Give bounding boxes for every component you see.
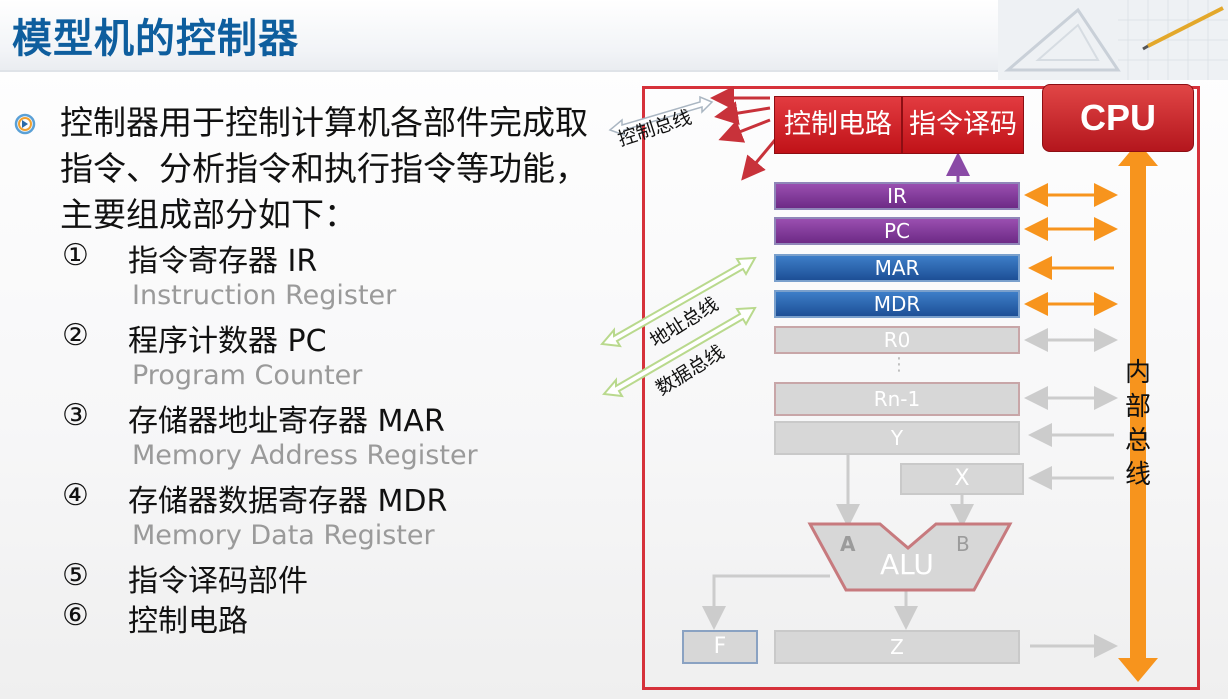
component-list: ① 指令寄存器 IR Instruction Register ② 程序计数器 … (62, 236, 622, 639)
item-number: ③ (62, 398, 89, 433)
register-rn1: Rn-1 (774, 382, 1020, 416)
item-subtitle: Memory Data Register (132, 520, 435, 551)
drafting-tools-icon (998, 0, 1228, 80)
item-number: ④ (62, 478, 89, 513)
register-mar: MAR (774, 254, 1020, 282)
alu-port-a: A (840, 532, 856, 556)
control-circuit-box: 控制电路 (774, 96, 902, 154)
page-title: 模型机的控制器 (12, 16, 299, 62)
item-label: 指令寄存器 IR (128, 244, 318, 279)
item-number: ① (62, 238, 89, 273)
internal-bus-char: 部 (1124, 392, 1151, 422)
item-subtitle: Program Counter (132, 360, 363, 391)
alu-label: ALU (880, 548, 934, 581)
register-r0: R0 (774, 326, 1020, 354)
item-label: 指令译码部件 (128, 564, 308, 599)
internal-bus-char: 总 (1124, 426, 1151, 456)
item-number: ② (62, 318, 89, 353)
list-item: ② 程序计数器 PC (62, 316, 622, 359)
item-number: ⑥ (62, 598, 89, 633)
intro-text: 控制器用于控制计算机各部件完成取指令、分析指令和执行指令等功能，主要组成部分如下… (60, 103, 588, 234)
alu-port-b: B (956, 532, 970, 556)
list-item: ④ 存储器数据寄存器 MDR (62, 476, 622, 519)
cpu-diagram: 控制总线 地址总线 数据总线 CPU 控制电路 指令译码 IR PC MAR M… (590, 78, 1228, 699)
register-x: X (900, 463, 1024, 495)
list-item: ① 指令寄存器 IR (62, 236, 622, 279)
register-z: Z (774, 630, 1020, 664)
cpu-label: CPU (1042, 84, 1194, 152)
item-number: ⑤ (62, 558, 89, 593)
internal-bus-char: 线 (1124, 460, 1151, 490)
title-divider (0, 70, 1228, 72)
item-label: 程序计数器 PC (128, 324, 327, 359)
item-label: 控制电路 (128, 604, 248, 639)
item-subtitle: Memory Address Register (132, 440, 478, 471)
instruction-decoder-box: 指令译码 (902, 96, 1024, 154)
list-item: ⑥ 控制电路 (62, 596, 622, 639)
list-item: ③ 存储器地址寄存器 MAR (62, 396, 622, 439)
register-ir: IR (774, 182, 1020, 210)
item-label: 存储器地址寄存器 MAR (128, 404, 445, 439)
diagram-arrows (600, 86, 1158, 682)
register-pc: PC (774, 217, 1020, 245)
item-subtitle: Instruction Register (132, 280, 397, 311)
register-mdr: MDR (774, 290, 1020, 318)
register-y: Y (774, 421, 1020, 455)
list-item: ⑤ 指令译码部件 (62, 556, 622, 599)
internal-bus-char: 内 (1124, 358, 1151, 388)
register-ellipsis: ⋮ (890, 354, 908, 375)
control-signal-arrows (710, 86, 782, 181)
cpu-frame (642, 86, 1200, 690)
target-bullet-icon (14, 113, 36, 135)
item-label: 存储器数据寄存器 MDR (128, 484, 448, 519)
register-f: F (682, 630, 758, 664)
